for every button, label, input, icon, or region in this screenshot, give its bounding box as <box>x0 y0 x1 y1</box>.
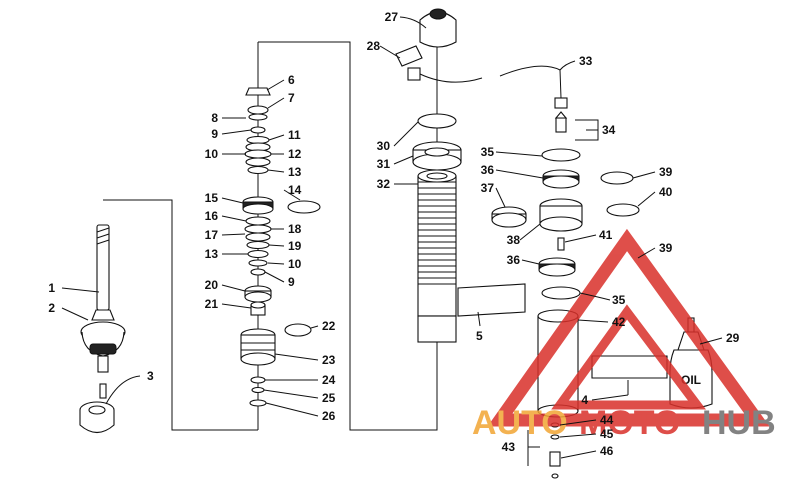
callout: 34 <box>602 123 616 137</box>
callout: 31 <box>377 157 391 171</box>
watermark-word-b: MOTO <box>579 404 680 442</box>
callout: 12 <box>288 147 302 161</box>
callout: 43 <box>502 440 516 454</box>
valve-stack <box>240 87 276 407</box>
callout: 10 <box>288 257 302 271</box>
part-22-ring <box>284 323 312 337</box>
callout: 9 <box>211 127 218 141</box>
callout: 30 <box>377 139 391 153</box>
callout: 18 <box>288 222 302 236</box>
callout: 39 <box>659 241 673 255</box>
callout: 37 <box>481 181 495 195</box>
callout: 13 <box>205 247 219 261</box>
callout: 9 <box>288 275 295 289</box>
callout: 1 <box>48 281 55 295</box>
callout: 42 <box>612 315 626 329</box>
callout: 16 <box>205 209 219 223</box>
watermark-word-c: HUB <box>702 404 776 442</box>
callout: 32 <box>377 177 391 191</box>
callout: 20 <box>205 278 219 292</box>
shaft-assembly <box>79 224 126 434</box>
callout: 41 <box>599 228 613 242</box>
callout: 27 <box>385 10 399 24</box>
callout: 26 <box>322 409 336 423</box>
shock-body <box>395 8 526 343</box>
callout: 40 <box>659 185 673 199</box>
callout: 4 <box>581 393 588 407</box>
watermark-word-a: AUTO <box>472 404 568 442</box>
callout: 29 <box>726 331 740 345</box>
callout: 36 <box>481 163 495 177</box>
callout: 36 <box>507 253 521 267</box>
callout: 8 <box>211 111 218 125</box>
callout: 45 <box>600 427 614 441</box>
callout: 35 <box>481 145 495 159</box>
grouping-lines <box>103 15 438 431</box>
callout: 38 <box>507 233 521 247</box>
callout: 15 <box>205 191 219 205</box>
leader-lines <box>61 16 723 459</box>
callout: 23 <box>322 353 336 367</box>
callout: 6 <box>288 73 295 87</box>
callout: 19 <box>288 239 302 253</box>
part-14-ring <box>287 200 321 214</box>
callout: 11 <box>288 128 301 142</box>
watermark-logo: AUTO MOTO HUB <box>472 228 776 442</box>
callout: 3 <box>147 369 154 383</box>
callout: 46 <box>600 444 614 458</box>
callout: 44 <box>600 413 614 427</box>
callout: 24 <box>322 373 336 387</box>
callout: 7 <box>288 91 295 105</box>
callout: 10 <box>205 147 219 161</box>
callout: 14 <box>288 183 302 197</box>
callout: 22 <box>322 319 336 333</box>
callout: 21 <box>205 297 219 311</box>
callout: 25 <box>322 391 336 405</box>
callout: 35 <box>612 293 626 307</box>
callout: 28 <box>367 39 381 53</box>
callout: 5 <box>476 329 483 343</box>
callout: 2 <box>48 301 55 315</box>
callout: 17 <box>205 228 219 242</box>
callout-numbers: 1 2 3 4 5 6 7 8 9 10 11 12 13 14 15 16 1… <box>48 10 739 458</box>
callout: 39 <box>659 165 673 179</box>
callout: 13 <box>288 165 302 179</box>
callout: 33 <box>579 54 593 68</box>
